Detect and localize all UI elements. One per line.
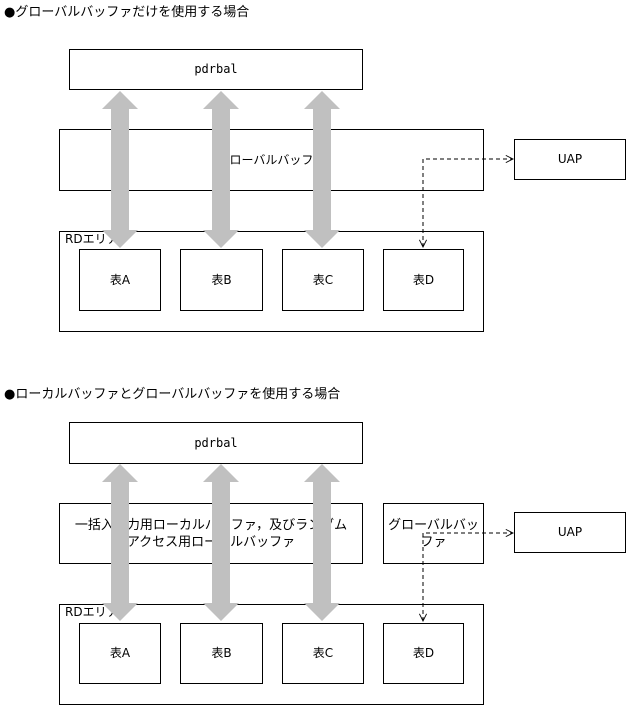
diagram2-global-buffer-line1: グローバルバッ [388,517,479,533]
diagram1-rd-area [59,231,484,332]
diagram1-buffer-label: グローバルバッファ [217,152,326,167]
diagram1-uap-box: UAP [514,139,626,180]
diagram1-uap-label: UAP [557,152,583,166]
diagram2-heading: ●ローカルバッファとグローバルバッファを使用する場合 [4,387,341,402]
diagram1-table-b: 表B [180,249,263,311]
diagram2-table-d: 表D [383,623,464,684]
diagram1-server-box: pdrbal [69,49,363,90]
diagram2-local-buffer-box: 一括入出力用ローカルバッファ，及びランダム アクセス用ローカルバッファ [59,503,363,564]
diagram1-table-d: 表D [383,249,464,311]
diagram1-table-d-label: 表D [412,272,435,287]
diagram2-local-buffer-line1: 一括入出力用ローカルバッファ，及びランダム [74,517,348,533]
diagram1-table-a-label: 表A [109,272,131,287]
diagram1-table-c: 表C [282,249,364,311]
diagram1-table-b-label: 表B [211,272,232,287]
diagram1-rd-area-label: RDエリア [65,232,119,246]
diagram2-server-box: pdrbal [69,422,363,464]
diagram2-table-d-label: 表D [412,646,435,660]
diagram2-table-c: 表C [282,623,364,684]
diagram2-server-label: pdrbal [194,435,238,450]
diagram2-table-a: 表A [79,623,161,684]
diagram2-uap-box: UAP [514,512,626,553]
diagram1-table-c-label: 表C [312,272,334,287]
diagram2-uap-label: UAP [557,525,583,539]
diagram2-rd-area-label: RDエリア [65,605,119,619]
diagram2-rd-area [59,604,484,705]
diagram1-buffer-box: グローバルバッファ [59,129,484,191]
diagram1-heading: ●グローバルバッファだけを使用する場合 [4,5,250,20]
diagram2-global-buffer-line2: ファ [420,534,447,550]
diagram2-global-buffer-box: グローバルバッ ファ [383,503,484,564]
diagram1-table-a: 表A [79,249,161,311]
diagram2-table-c-label: 表C [312,646,334,660]
diagram2-table-b: 表B [180,623,263,684]
diagram2-table-b-label: 表B [211,646,232,660]
diagram2-local-buffer-line2: アクセス用ローカルバッファ [126,534,296,550]
diagram1-server-label: pdrbal [194,62,238,76]
diagram2-table-a-label: 表A [109,646,131,660]
